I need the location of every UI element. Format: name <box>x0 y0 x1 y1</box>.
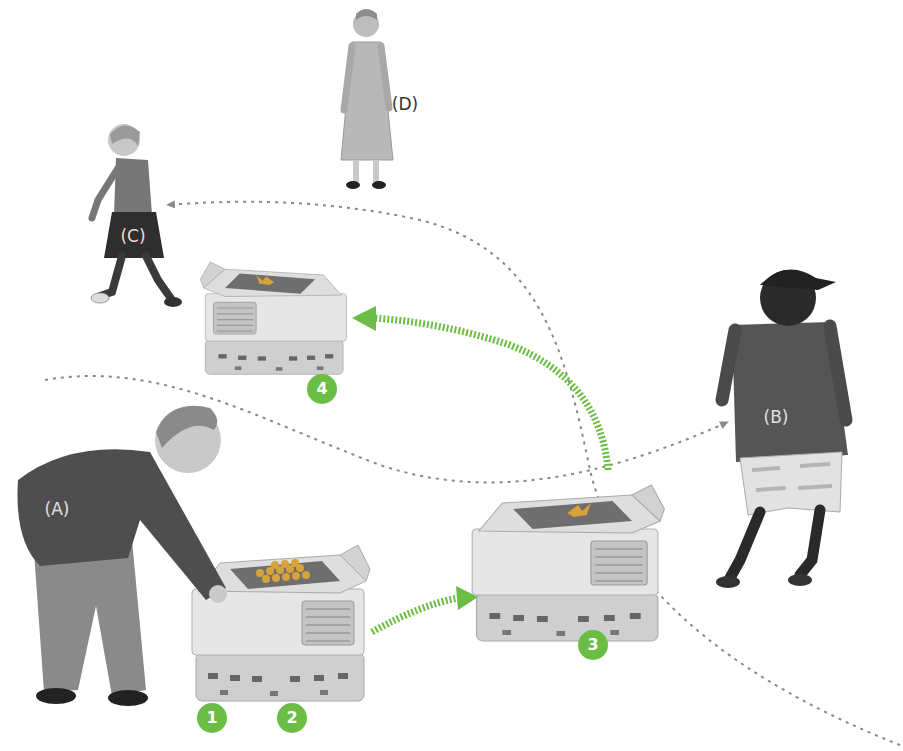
robot <box>472 485 664 641</box>
person-c <box>91 124 182 307</box>
motion-arrow <box>372 598 458 632</box>
callout-number: 3 <box>587 637 598 653</box>
person-label: (D) <box>392 96 418 113</box>
arrowhead <box>352 306 376 331</box>
callout-number: 2 <box>286 710 297 726</box>
person-b <box>716 269 848 588</box>
person-label: (C) <box>120 228 145 245</box>
walking-path <box>167 202 900 745</box>
callout-number: 4 <box>316 381 327 397</box>
arrowhead <box>456 586 478 610</box>
callout-circle: 1 <box>197 703 227 733</box>
person-label: (B) <box>764 409 789 426</box>
person-label: (A) <box>45 501 70 518</box>
person-d <box>341 9 393 189</box>
robot <box>192 545 370 701</box>
person-a <box>17 406 227 706</box>
motion-arrow <box>372 318 608 470</box>
callout-circle: 4 <box>307 374 337 404</box>
robot <box>200 262 346 374</box>
callout-number: 1 <box>206 710 217 726</box>
callout-circle: 2 <box>277 703 307 733</box>
callout-circle: 3 <box>578 630 608 660</box>
